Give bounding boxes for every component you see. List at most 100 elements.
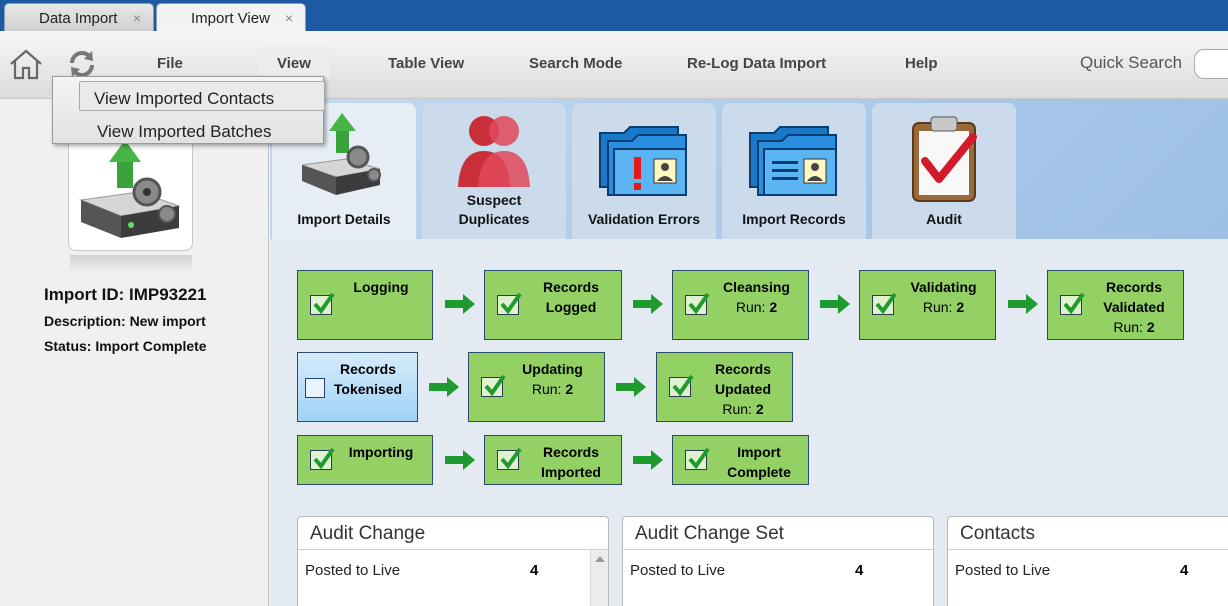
import-id: Import ID: IMP93221 [44,285,207,304]
scrollbar[interactable] [590,550,608,606]
close-icon[interactable]: × [132,10,141,26]
tab-label: Validation Errors [587,211,701,227]
arrow-right-icon [1008,294,1038,314]
tab-label: Import Records [742,211,846,227]
step-title: Records Validated [1103,279,1165,315]
panel-title: Audit Change [310,523,426,544]
tab-suspect-duplicates[interactable]: Suspect Duplicates [422,103,566,239]
tab-import-view[interactable]: Import View × [156,3,306,32]
row-label: Posted to Live [955,562,1051,579]
panel-contacts: Contacts Posted to Live 4 [947,516,1228,606]
list-item[interactable]: Posted to Live 4 [623,549,933,579]
arrow-right-icon [820,294,850,314]
step-title: Import Complete [727,444,791,480]
import-server-icon [68,129,193,251]
tab-label: Suspect Duplicates [458,192,530,227]
panel-audit-change-set: Audit Change Set Posted to Live 4 [622,516,934,606]
step-title: Records Updated [714,361,772,397]
step-title: Records Tokenised [333,361,403,397]
step-title: Records Logged [542,279,600,315]
run-count: 2 [565,381,574,397]
import-status: Status: Import Complete [44,338,207,354]
panel-title: Audit Change Set [635,523,784,544]
check-icon [310,447,335,470]
check-icon [481,374,506,397]
menu-item-view-imported-batches[interactable]: View Imported Batches [97,122,272,141]
check-icon [497,447,522,470]
tab-import-records[interactable]: Import Records [722,103,866,239]
row-label: Posted to Live [305,562,401,579]
panel-title: Contacts [960,523,1035,544]
view-dropdown-menu: View Imported Contacts View Imported Bat… [52,76,325,144]
run-label: Run: [531,381,562,397]
step-records-logged: Records Logged [484,270,622,340]
tab-data-import[interactable]: Data Import × [4,3,154,31]
arrow-right-icon [429,377,459,397]
quick-search-input[interactable] [1194,49,1228,79]
step-title: Records Imported [541,444,601,480]
step-records-tokenised: Records Tokenised [297,352,418,422]
run-label: Run: [722,401,752,417]
row-count: 4 [855,562,864,579]
row-label: Posted to Live [630,562,726,579]
close-icon[interactable]: × [284,10,293,26]
arrow-right-icon [633,294,663,314]
run-count: 2 [956,299,965,315]
tab-validation-errors[interactable]: Validation Errors [572,103,716,239]
checkbox-unchecked-icon [305,378,325,398]
check-icon [497,292,522,315]
import-summary-panel: Import ID: IMP93221 Description: New imp… [0,99,269,606]
check-icon [685,447,710,470]
import-server-icon [301,113,381,195]
check-icon [669,374,694,397]
run-label: Run: [1113,319,1143,335]
run-label: Run: [922,299,953,315]
list-item[interactable]: Posted to Live 4 [948,549,1228,579]
arrow-right-icon [633,450,663,470]
folder-records-icon [749,126,837,196]
arrow-right-icon [616,377,646,397]
step-import-complete: Import Complete [672,435,809,485]
refresh-icon[interactable] [66,49,98,79]
tab-import-details[interactable]: Import Details [272,103,416,239]
run-count: 2 [755,401,764,417]
tab-label: Import View [191,10,270,27]
menu-search-mode[interactable]: Search Mode [529,55,623,72]
run-count: 2 [1146,319,1155,335]
step-logging: Logging [297,270,433,340]
row-count: 4 [1180,562,1189,579]
menu-help[interactable]: Help [905,55,938,72]
icon-tab-bar: Import Details Suspect Duplicates [270,99,1228,239]
menu-relog-data-import[interactable]: Re-Log Data Import [687,55,827,72]
tab-label: Import Details [297,211,391,227]
check-icon [1060,292,1085,315]
home-icon[interactable] [8,47,44,81]
row-count: 4 [530,562,539,579]
arrow-right-icon [445,294,475,314]
step-records-imported: Records Imported [484,435,622,485]
step-title: Importing [348,444,414,460]
list-item[interactable]: Posted to Live 4 [298,549,608,579]
quick-search-label: Quick Search [1080,53,1183,72]
duplicate-people-icon [458,116,530,187]
folder-error-icon [599,126,687,196]
tab-audit[interactable]: Audit [872,103,1016,239]
menu-file[interactable]: File [157,55,183,72]
step-title: Cleansing [723,279,790,295]
step-title: Validating [910,279,977,295]
step-title: Updating [522,361,583,377]
check-icon [872,292,897,315]
menu-table-view[interactable]: Table View [388,55,465,72]
tab-label: Audit [926,211,962,227]
tab-label: Data Import [39,10,118,27]
panel-audit-change: Audit Change Posted to Live 4 [297,516,609,606]
check-icon [310,292,335,315]
run-label: Run: [735,299,766,315]
menu-item-view-imported-contacts[interactable]: View Imported Contacts [79,81,325,111]
clipboard-check-icon [912,116,977,202]
